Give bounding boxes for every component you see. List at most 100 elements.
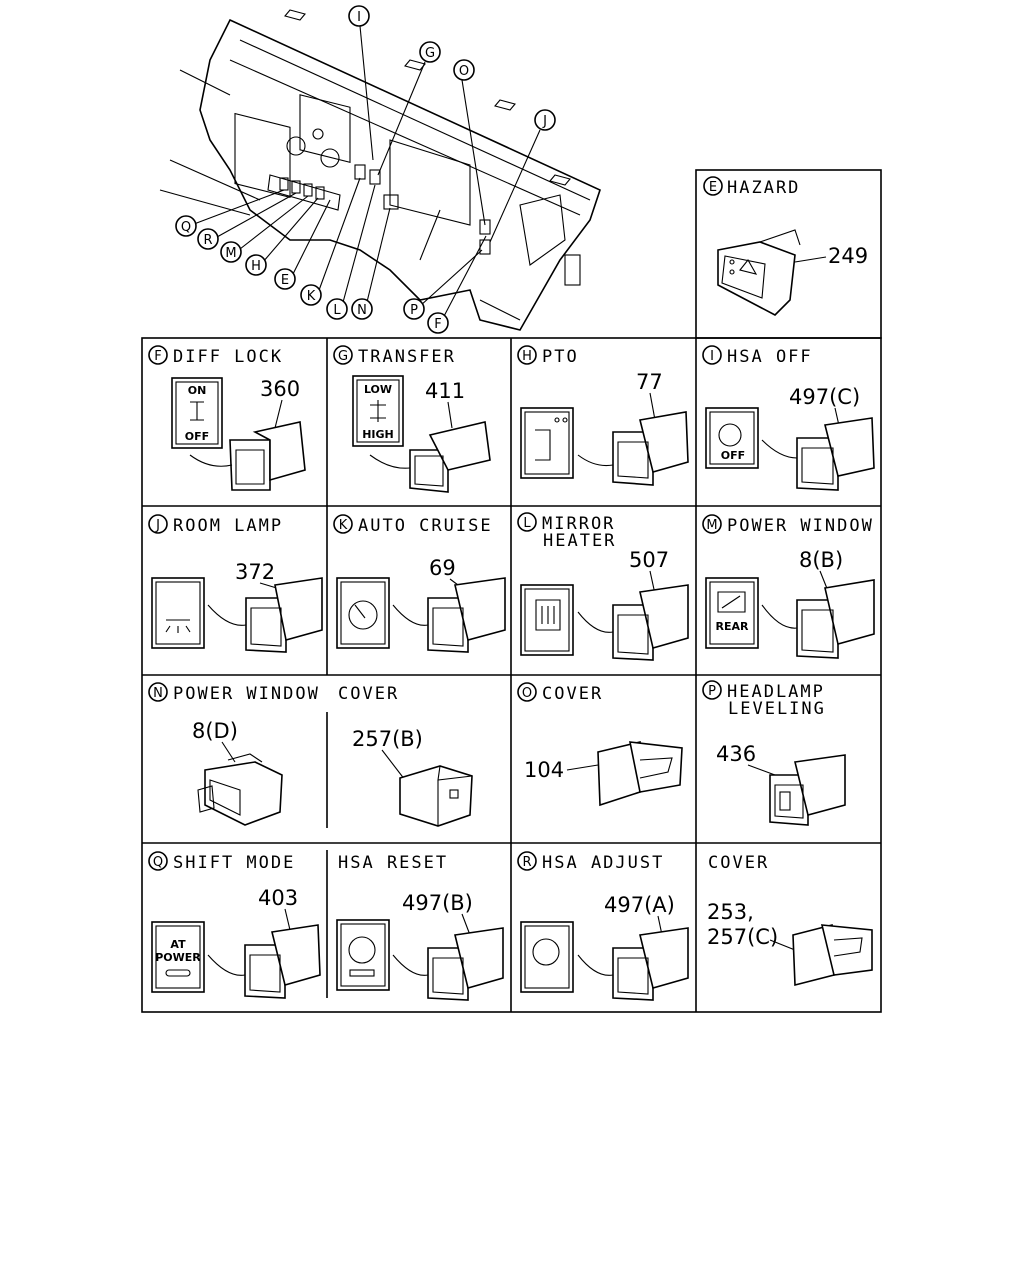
part-no-411: 411	[425, 379, 465, 403]
part-no-257b: 257(B)	[352, 727, 423, 751]
svg-text:COVER: COVER	[708, 853, 769, 873]
svg-text:J: J	[155, 518, 160, 533]
callout-m: M	[220, 241, 242, 263]
grid-frame	[141, 169, 882, 1013]
svg-text:M: M	[706, 518, 717, 533]
svg-text:HAZARD: HAZARD	[727, 178, 800, 198]
svg-text:L: L	[333, 303, 341, 318]
svg-text:HIGH: HIGH	[362, 428, 394, 441]
part-no-69: 69	[429, 556, 456, 580]
part-no-77: 77	[636, 370, 663, 394]
hsa-adjust-switch-face	[520, 921, 574, 993]
cell-title-n: N POWER WINDOW	[148, 682, 320, 704]
svg-text:SHIFT MODE: SHIFT MODE	[173, 853, 295, 873]
svg-text:LOW: LOW	[364, 383, 392, 396]
callout-h: H	[245, 254, 267, 276]
transfer-switch-face: LOW HIGH	[352, 375, 404, 447]
cell-title-j: J ROOM LAMP	[148, 514, 283, 536]
switch-body-507-icon	[577, 584, 689, 661]
mirror-heater-switch-face	[520, 584, 574, 656]
switch-body-77-icon	[577, 411, 689, 486]
callout-p: P	[403, 298, 425, 320]
svg-text:LEVELING: LEVELING	[728, 699, 826, 719]
svg-text:N: N	[153, 686, 163, 701]
cell-title-f: F DIFF LOCK	[148, 345, 283, 367]
part-no-507: 507	[629, 548, 669, 572]
svg-text:OFF: OFF	[185, 430, 209, 443]
part-no-104: 104	[524, 758, 564, 782]
part-no-257c: 257(C)	[707, 925, 778, 949]
svg-text:COVER: COVER	[338, 684, 399, 704]
svg-text:AT: AT	[170, 938, 186, 951]
dashboard-overview	[159, 9, 601, 331]
part-no-253: 253,	[707, 900, 754, 924]
svg-text:Q: Q	[153, 855, 163, 870]
switch-body-8b-icon	[761, 579, 875, 659]
cover-257b-icon	[399, 765, 473, 827]
callout-q: Q	[175, 215, 197, 237]
svg-text:POWER WINDOW: POWER WINDOW	[173, 684, 320, 704]
switch-body-403-icon	[207, 924, 321, 999]
svg-text:E: E	[281, 273, 289, 288]
cell-title-hsa-reset: HSA RESET	[338, 853, 448, 873]
svg-text:REAR: REAR	[716, 620, 749, 633]
callout-o: O	[453, 59, 475, 81]
diff-lock-switch-face: ON OFF	[171, 377, 223, 449]
switch-body-8d-icon	[197, 753, 283, 826]
switch-body-360-icon	[189, 421, 306, 491]
cell-title-q: Q SHIFT MODE	[148, 851, 295, 873]
cell-title-m: M POWER WINDOW	[702, 514, 874, 536]
cover-257c-icon	[792, 923, 873, 987]
svg-text:K: K	[339, 518, 348, 533]
svg-text:TRANSFER: TRANSFER	[358, 347, 456, 367]
callout-leaders	[193, 25, 541, 321]
switch-body-411-icon	[369, 421, 491, 493]
shift-mode-switch-face: AT POWER	[151, 921, 205, 993]
callout-j: J	[534, 109, 556, 131]
svg-text:HEADLAMP: HEADLAMP	[727, 682, 825, 702]
switch-body-436-icon	[769, 754, 846, 826]
power-window-switch-face: REAR	[705, 577, 759, 649]
svg-text:R: R	[203, 233, 212, 248]
part-no-8b: 8(B)	[799, 548, 843, 572]
part-no-403: 403	[258, 886, 298, 910]
svg-text:POWER: POWER	[155, 951, 201, 964]
svg-text:K: K	[307, 289, 316, 304]
cell-title-cover-2: COVER	[708, 853, 769, 873]
svg-text:G: G	[338, 349, 348, 364]
svg-text:DIFF LOCK: DIFF LOCK	[173, 347, 283, 367]
pto-switch-face	[520, 407, 574, 479]
svg-text:PTO: PTO	[542, 347, 579, 367]
svg-text:ROOM LAMP: ROOM LAMP	[173, 516, 283, 536]
svg-text:P: P	[708, 684, 716, 699]
svg-text:F: F	[154, 349, 161, 364]
callout-r: R	[197, 228, 219, 250]
svg-text:POWER WINDOW: POWER WINDOW	[727, 516, 874, 536]
switch-body-372-icon	[207, 577, 323, 653]
hsa-reset-switch-face	[336, 919, 390, 991]
svg-text:Q: Q	[181, 220, 191, 235]
part-no-372: 372	[235, 560, 275, 584]
part-no-8d: 8(D)	[192, 719, 238, 743]
svg-text:HSA RESET: HSA RESET	[338, 853, 448, 873]
callout-n: N	[351, 298, 373, 320]
part-no-497a: 497(A)	[604, 893, 675, 917]
svg-text:HEATER: HEATER	[543, 531, 616, 551]
switch-body-497c-icon	[761, 417, 875, 491]
cover-104-icon	[597, 740, 683, 807]
switch-body-497b-icon	[392, 927, 504, 1001]
auto-cruise-switch-face	[336, 577, 390, 649]
callout-l: L	[326, 298, 348, 320]
part-no-436: 436	[716, 742, 756, 766]
cell-title-cover-1: COVER	[338, 684, 399, 704]
switch-body-69-icon	[392, 577, 506, 653]
svg-text:I: I	[357, 10, 361, 25]
